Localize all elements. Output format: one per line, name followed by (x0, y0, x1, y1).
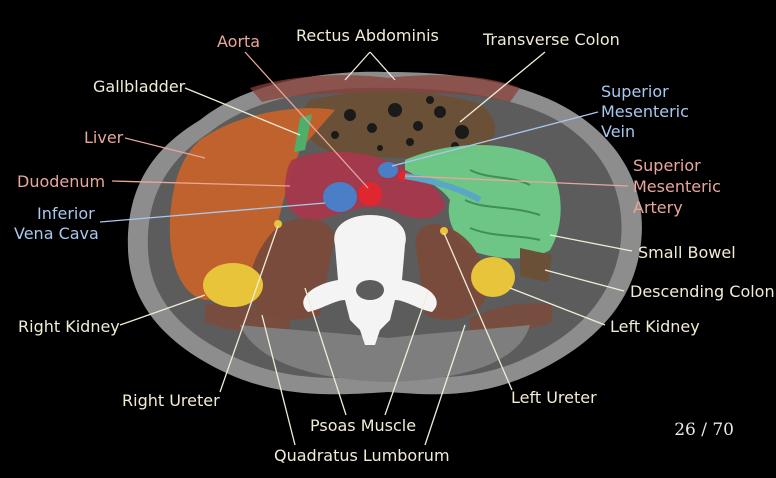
label-gallbladder: Gallbladder (93, 77, 186, 96)
leader-smv (391, 111, 599, 167)
leader-quadratus-right (424, 324, 466, 446)
leader-ivc (99, 202, 326, 223)
left-ureter-region (440, 227, 448, 235)
left-kidney-region (471, 257, 515, 297)
aorta-region (358, 182, 382, 206)
colon-gas-pattern (331, 96, 469, 151)
label-left-ureter: Left Ureter (511, 388, 597, 407)
label-sup-mes-artery-line3: Artery (633, 198, 683, 217)
leader-lines (99, 51, 633, 446)
leader-right-kidney (119, 294, 206, 326)
label-sup-mes-vein-line3: Vein (601, 122, 635, 141)
ct-scan-image (127, 71, 642, 395)
label-left-kidney: Left Kidney (610, 317, 700, 336)
label-sup-mes-vein-line2: Mesenteric (601, 102, 689, 121)
gallbladder-region (294, 114, 312, 152)
labels: Aorta Rectus Abdominis Transverse Colon … (14, 26, 775, 465)
spinal-canal (356, 280, 384, 300)
label-right-ureter: Right Ureter (122, 391, 220, 410)
leader-aorta (244, 51, 369, 189)
small-bowel-region (405, 145, 561, 259)
leader-psoas-left (304, 287, 347, 416)
label-ivc: Inferior Vena Cava (14, 204, 100, 243)
label-sup-mes-artery-line2: Mesenteric (633, 177, 721, 196)
quadratus-right-region (470, 303, 552, 335)
leader-small-bowel (549, 234, 633, 252)
label-psoas: Psoas Muscle (310, 416, 416, 435)
leader-duodenum (111, 180, 291, 187)
label-duodenum: Duodenum (17, 172, 105, 191)
superior-mesenteric-vein-region (378, 162, 398, 178)
label-sup-mes-vein: Superior Mesenteric Vein (601, 82, 694, 141)
leader-descending-colon (544, 269, 625, 292)
label-quadratus: Quadratus Lumborum (274, 446, 450, 465)
label-small-bowel: Small Bowel (638, 243, 736, 262)
ivc-region (323, 182, 357, 212)
label-descending-colon: Descending Colon (630, 282, 775, 301)
right-ureter-region (274, 220, 282, 228)
label-sup-mes-vein-line1: Superior (601, 82, 669, 101)
descending-colon-region (520, 248, 552, 282)
right-kidney-region (203, 263, 263, 307)
quadratus-left-region (205, 303, 290, 335)
leader-sma (404, 175, 629, 187)
label-liver: Liver (84, 128, 124, 147)
label-sup-mes-artery-line1: Superior (633, 156, 701, 175)
leader-left-ureter (443, 232, 513, 391)
leader-rectus-left (344, 51, 371, 81)
liver-region (169, 108, 335, 300)
sma-vessel (404, 173, 482, 203)
label-transverse-colon: Transverse Colon (482, 30, 620, 49)
label-aorta: Aorta (217, 32, 260, 51)
label-right-kidney: Right Kidney (18, 317, 120, 336)
label-ivc-line2: Vena Cava (14, 224, 99, 243)
leader-right-ureter (219, 225, 279, 393)
leader-rectus-right (369, 51, 396, 81)
label-rectus-abdominis: Rectus Abdominis (296, 26, 439, 45)
leader-liver (124, 137, 206, 159)
leader-left-kidney (509, 287, 606, 326)
label-sup-mes-artery: Superior Mesenteric Artery (633, 156, 726, 217)
leader-gallbladder (184, 87, 301, 136)
transverse-colon-region (301, 91, 495, 158)
leader-quadratus-left (261, 314, 296, 446)
rectus-abdominis-region (250, 75, 520, 102)
leader-transverse-colon (459, 51, 546, 123)
leader-psoas-right (384, 291, 429, 416)
label-ivc-line1: Inferior (37, 204, 95, 223)
slide-counter: 26 / 70 (674, 420, 734, 440)
back-muscles-region (240, 325, 530, 382)
bowel-loop-lines (464, 169, 541, 241)
